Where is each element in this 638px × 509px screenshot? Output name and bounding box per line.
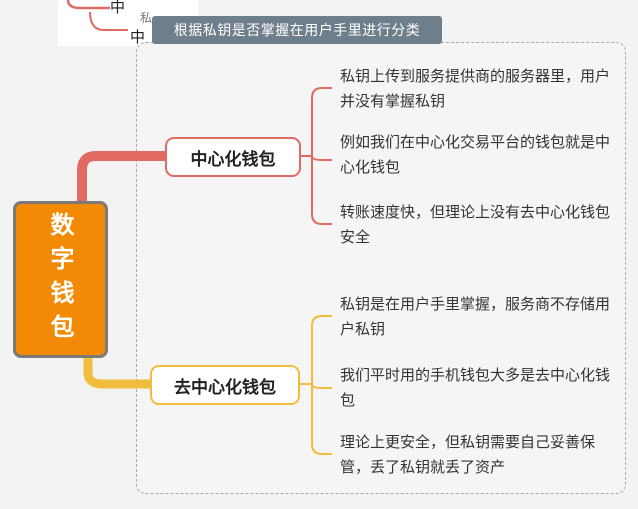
leaf-node[interactable]: 私钥上传到服务提供商的服务器里，用户并没有掌握私钥 — [340, 67, 611, 110]
leaf-node[interactable]: 转账速度快，但理论上没有去中心化钱包安全 — [340, 203, 611, 246]
centralized-leaf-connector — [311, 155, 332, 161]
cropped-node-text: 中 — [130, 28, 146, 46]
branch-label: 中心化钱包 — [190, 149, 276, 170]
branch-label: 去中心化钱包 — [174, 377, 276, 398]
centralized-leaf-connector — [311, 87, 332, 156]
leaf-node[interactable]: 我们平时用的手机钱包大多是去中心化钱包 — [340, 366, 611, 409]
root-to-decentralized-connector — [83, 352, 155, 389]
root-to-centralized-connector — [77, 151, 171, 207]
decentralized-wallet-node[interactable]: 去中心化钱包 — [150, 365, 300, 405]
cropped-node-text: 中 — [110, 0, 126, 16]
leaf-node[interactable]: 例如我们在中心化交易平台的钱包就是中心化钱包 — [340, 133, 611, 176]
root-node[interactable]: 数字钱包 — [13, 201, 108, 358]
leaf-node[interactable]: 理论上更安全，但私钥需要自己妥善保管，丢了私钥就丢了资产 — [340, 433, 596, 476]
decentralized-leaf-connector — [311, 315, 332, 384]
cropped-connector — [66, 0, 110, 10]
centralized-leaf-connector — [311, 156, 332, 225]
decentralized-leaf-connector — [311, 383, 332, 389]
cropped-connector — [89, 11, 128, 31]
cropped-node-text: 私 — [140, 11, 153, 25]
classification-tooltip: 根据私钥是否掌握在用户手里进行分类 — [152, 16, 442, 44]
centralized-wallet-node[interactable]: 中心化钱包 — [165, 137, 301, 177]
leaf-node[interactable]: 私钥是在用户手里掌握，服务商不存储用户私钥 — [340, 295, 611, 338]
decentralized-leaf-connector — [311, 384, 332, 455]
root-label: 数字钱包 — [46, 211, 74, 348]
